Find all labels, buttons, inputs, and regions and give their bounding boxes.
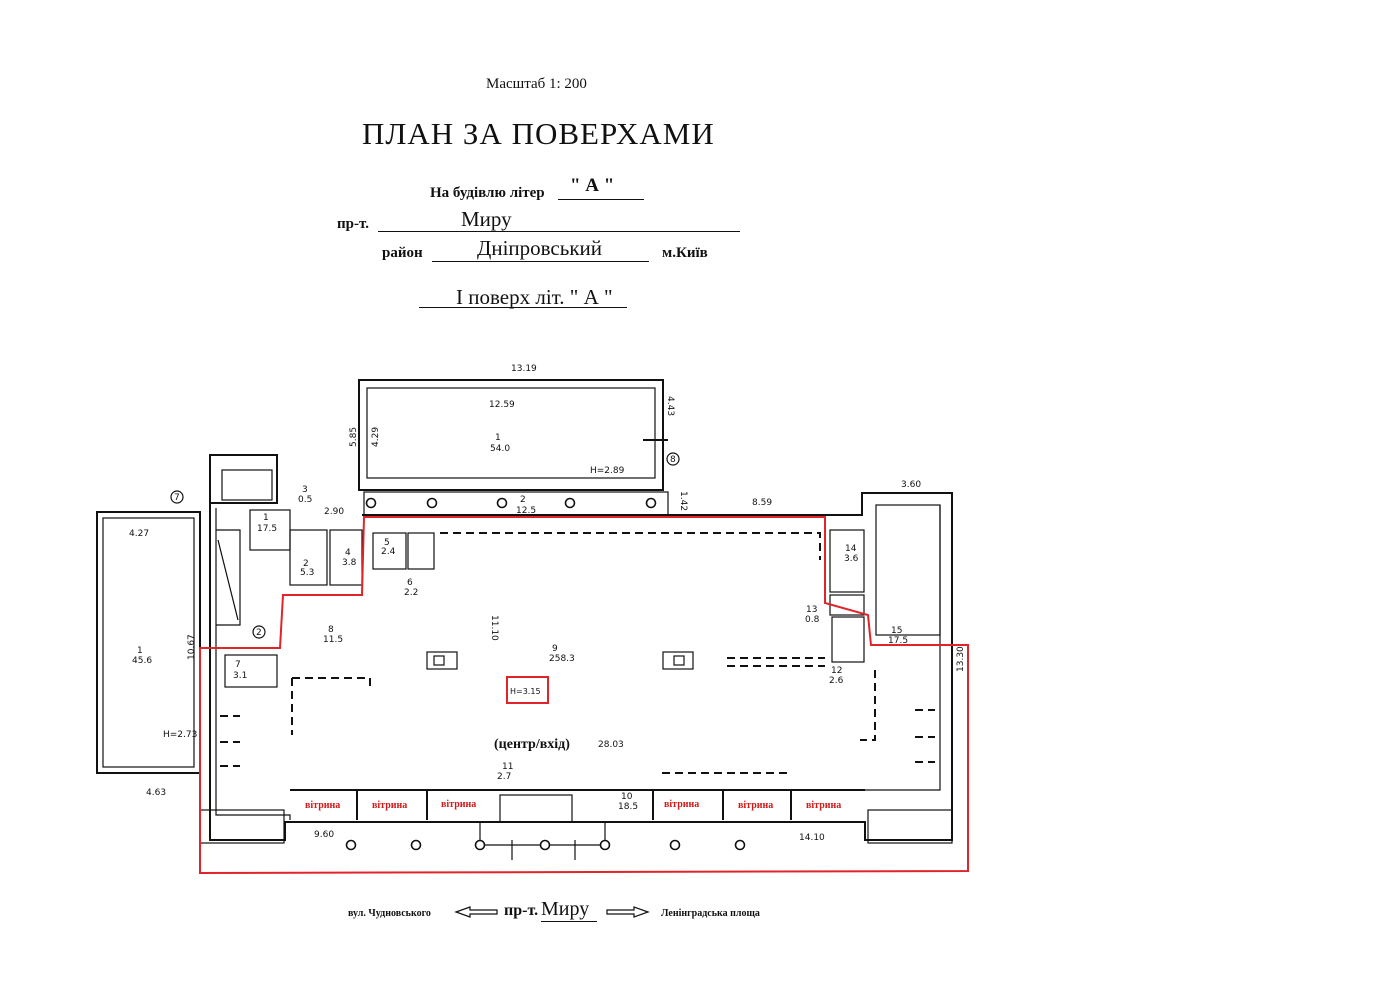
right-place-label: Ленінградська площа	[661, 908, 760, 919]
dimension: 8.59	[752, 498, 772, 508]
dimension: 4.29	[371, 427, 381, 447]
room-number: 2	[303, 559, 309, 569]
building-letter-value: " А "	[570, 175, 615, 196]
room-area: 2.7	[497, 772, 511, 782]
room-number: 4	[345, 548, 351, 558]
dimension: 4.27	[129, 529, 149, 539]
room-number: 12	[831, 666, 842, 676]
room-area: 17.5	[888, 636, 908, 646]
room-area: 2.6	[829, 676, 844, 686]
room-number: 5	[384, 538, 390, 548]
axis-marker: 2	[256, 628, 262, 638]
room-area: 258.3	[549, 654, 575, 664]
underline	[419, 307, 627, 308]
dimension: 14.10	[799, 833, 825, 843]
footer-avenue-label: пр-т.	[504, 902, 539, 919]
room-area: 0.8	[805, 615, 820, 625]
page-title: ПЛАН ЗА ПОВЕРХАМИ	[362, 116, 715, 151]
walls	[96, 379, 953, 860]
room-area: 2.4	[381, 547, 396, 557]
room-number: 8	[328, 625, 334, 635]
vitrina-label: вітрина	[372, 800, 407, 811]
room-number: 9	[552, 644, 558, 654]
room-area: 3.6	[844, 554, 859, 564]
dimension: 10.67	[187, 634, 197, 660]
height-label: H=2.73	[163, 730, 197, 740]
underline	[541, 921, 597, 922]
axis-marker: 8	[670, 455, 676, 465]
floor-label: І поверх літ. " А "	[456, 285, 613, 309]
room-number: 14	[845, 544, 857, 554]
dimension: 4.43	[665, 396, 675, 416]
underline	[378, 231, 740, 232]
direction-arrows	[454, 906, 650, 918]
height-label: H=2.89	[590, 466, 625, 476]
room-number: 13	[806, 605, 817, 615]
dimension: 11.10	[489, 615, 499, 641]
highlight-area	[199, 516, 969, 875]
room-area: 0.5	[298, 495, 312, 505]
room-number: 2	[520, 495, 526, 505]
dimension: 13.30	[956, 646, 966, 672]
room-area: 12.5	[516, 506, 536, 516]
room-number: 10	[621, 792, 633, 802]
dimension: 4.63	[146, 788, 166, 798]
room-number: 6	[407, 578, 413, 588]
underline	[558, 199, 644, 200]
room-area: 3.8	[342, 558, 357, 568]
axis-markers: 7 2 8	[170, 452, 680, 639]
room-area: 18.5	[618, 802, 638, 812]
avenue-value: Миру	[461, 207, 512, 231]
room-area: 45.6	[132, 656, 152, 666]
room-area: 2.2	[404, 588, 418, 598]
dimension: 13.19	[511, 364, 537, 374]
room-area: 11.5	[323, 635, 343, 645]
vitrina-labels: вітрина вітрина вітрина вітрина вітрина …	[305, 799, 841, 811]
vitrina-label: вітрина	[441, 799, 476, 810]
left-street-label: вул. Чудновського	[348, 908, 431, 919]
footer-avenue-value: Миру	[541, 898, 590, 920]
avenue-label: пр-т.	[337, 216, 369, 232]
dimension-labels: 13.19 12.59 5.85 4.29 4.43 1.42 8.59 3.6…	[129, 364, 966, 843]
underline	[432, 261, 649, 262]
arrow-right-icon	[606, 906, 650, 918]
arrow-left-icon	[454, 906, 498, 918]
building-letter-label: На будівлю літер	[430, 185, 545, 201]
room-area: 5.3	[300, 568, 314, 578]
vitrina-label: вітрина	[664, 799, 699, 810]
scale-label: Масштаб 1: 200	[486, 76, 587, 92]
dimension: 12.59	[489, 400, 515, 410]
dimension: 1.42	[678, 491, 688, 511]
vitrina-label: вітрина	[806, 800, 841, 811]
room-number: 11	[502, 762, 513, 772]
room-labels: 154.0 212.5 145.6 30.5 117.5 25.3 43.8 5…	[132, 433, 908, 812]
dimension: 3.60	[901, 480, 921, 490]
height-label: H=3.15	[510, 687, 541, 696]
columns	[345, 497, 746, 851]
room-area: 3.1	[233, 671, 247, 681]
district-label: район	[382, 245, 423, 261]
district-value: Дніпровський	[477, 236, 603, 260]
room-area: 54.0	[490, 444, 510, 454]
city-label: м.Київ	[662, 245, 708, 261]
room-number: 15	[891, 626, 902, 636]
dimension: 5.85	[349, 427, 359, 447]
room-number: 1	[137, 646, 143, 656]
dimension: 28.03	[598, 740, 624, 750]
room-number: 1	[263, 513, 269, 523]
center-entrance-label: (центр/вхід)	[494, 737, 570, 752]
vitrina-label: вітрина	[738, 800, 773, 811]
room-number: 1	[495, 433, 501, 443]
vitrina-label: вітрина	[305, 800, 340, 811]
dimension: 2.90	[324, 507, 344, 517]
axis-marker: 7	[174, 493, 180, 503]
room-area: 17.5	[257, 524, 277, 534]
room-number: 7	[235, 660, 241, 670]
room-number: 3	[302, 485, 308, 495]
dimension: 9.60	[314, 830, 334, 840]
